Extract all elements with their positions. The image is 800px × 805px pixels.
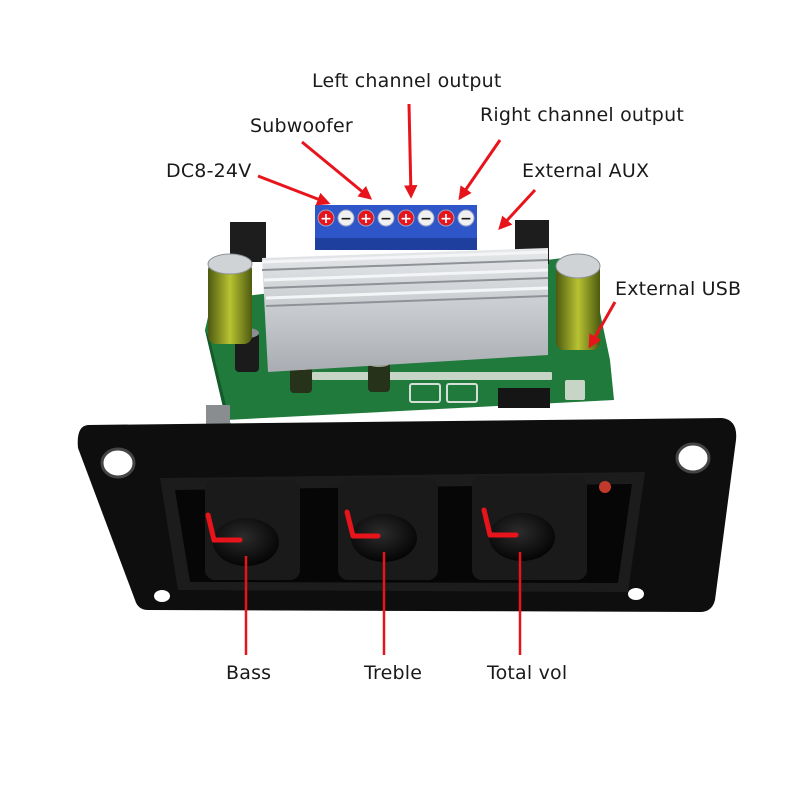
usb-arrow — [588, 301, 617, 349]
terminal-sign: − — [340, 211, 352, 227]
terminal-sign: − — [380, 211, 392, 227]
terminal-screw — [337, 209, 355, 227]
heatsink — [261, 248, 549, 372]
label-external-usb: External USB — [615, 278, 742, 300]
aux-arrow — [498, 188, 537, 230]
faceplate — [77, 418, 737, 612]
terminal-screw — [437, 209, 455, 227]
label-total-vol: Total vol — [487, 662, 568, 684]
subwoofer-arrow — [301, 140, 373, 200]
terminal-screw — [317, 209, 335, 227]
label-right-channel: Right channel output — [480, 104, 684, 126]
mount-hole — [628, 588, 644, 600]
terminal-screw — [457, 209, 475, 227]
capacitor-left — [207, 253, 253, 344]
terminal-sign: + — [440, 211, 452, 227]
total-vol-knob — [481, 507, 555, 561]
label-bass: Bass — [226, 662, 272, 684]
capacitor-right — [555, 253, 601, 350]
terminal-screw — [417, 209, 435, 227]
mount-hole — [675, 442, 711, 474]
terminal-screw — [397, 209, 415, 227]
label-power: DC8-24V — [166, 160, 252, 182]
right-channel-arrow — [458, 139, 502, 201]
terminal-signs: +−+−+−+− — [317, 209, 475, 227]
label-subwoofer: Subwoofer — [250, 115, 353, 137]
mount-hole — [100, 447, 136, 479]
left-channel-arrow — [404, 103, 418, 199]
callout-arrows — [257, 103, 617, 349]
power-arrow — [257, 174, 331, 206]
knob-leaders — [244, 552, 522, 655]
label-left-channel: Left channel output — [312, 70, 502, 92]
bass-knob — [205, 512, 279, 566]
terminal-sign: − — [460, 211, 472, 227]
label-treble: Treble — [364, 662, 423, 684]
terminal-sign: − — [420, 211, 432, 227]
label-external-aux: External AUX — [522, 160, 650, 182]
mount-hole — [154, 590, 170, 602]
terminal-sign: + — [360, 211, 372, 227]
treble-knob — [344, 509, 417, 562]
terminal-screw — [357, 209, 375, 227]
terminal-screw — [377, 209, 395, 227]
terminal-sign: + — [320, 211, 332, 227]
terminal-sign: + — [400, 211, 412, 227]
